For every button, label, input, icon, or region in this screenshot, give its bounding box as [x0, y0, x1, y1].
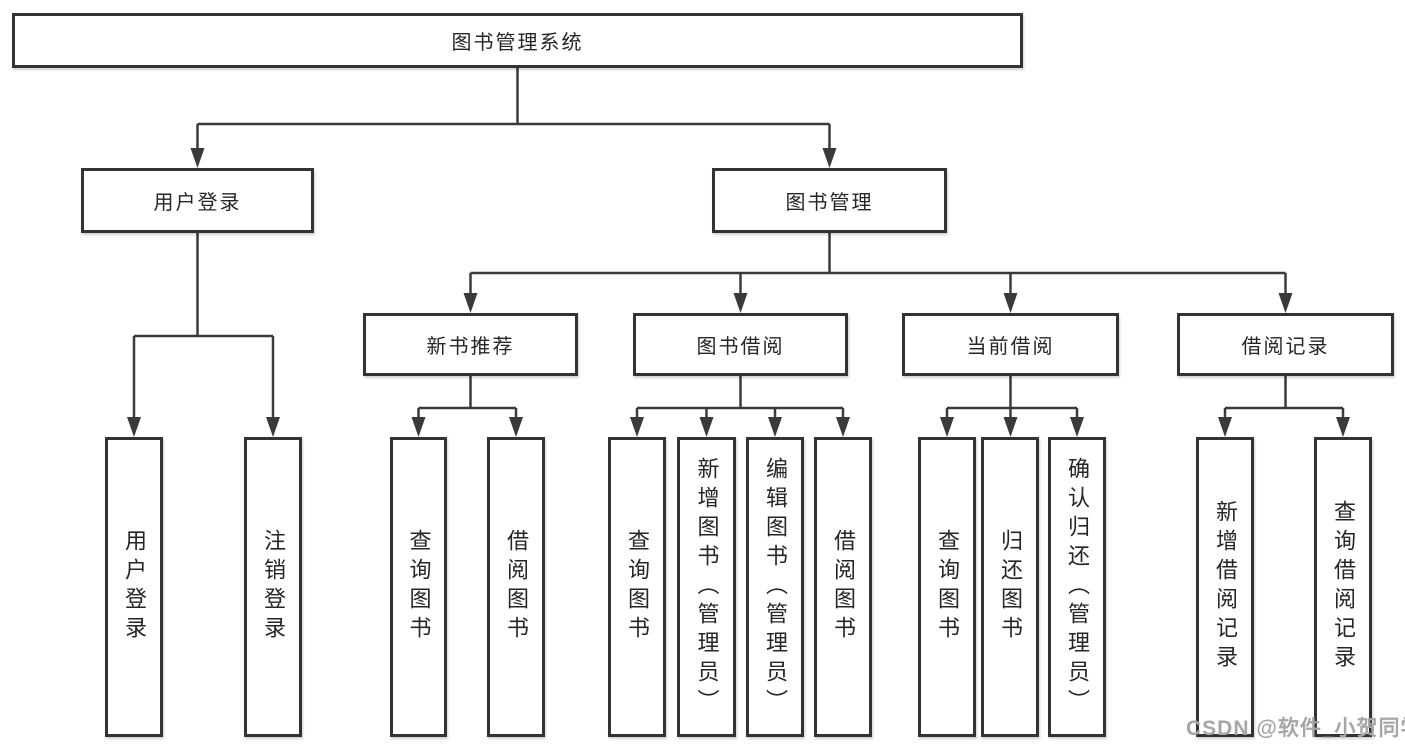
node-label: 新书推荐: [426, 336, 515, 358]
leaf-label: 借阅图书: [831, 529, 856, 645]
node-book-borrowing: 图书借阅: [633, 313, 848, 376]
node-label: 借阅记录: [1241, 336, 1330, 358]
leaf-add-book-admin: 新增图书（管理员）: [677, 437, 736, 737]
node-label: 图书管理: [785, 192, 874, 214]
node-library-management-system: 图书管理系统: [12, 13, 1023, 68]
node-book-management: 图书管理: [712, 168, 947, 233]
leaf-borrow-books-recommend: 借阅图书: [487, 437, 545, 737]
leaf-label: 编辑图书（管理员）: [763, 456, 788, 718]
arrowhead-icons: [127, 148, 1350, 437]
leaf-label: 查询图书: [625, 529, 650, 645]
node-label: 用户登录: [153, 192, 242, 214]
leaf-query-books-recommend: 查询图书: [390, 437, 447, 737]
leaf-label: 用户登录: [122, 529, 147, 645]
leaf-borrow-books: 借阅图书: [814, 437, 872, 737]
node-label: 图书管理系统: [451, 32, 584, 54]
leaf-query-books-borrowing: 查询图书: [608, 437, 666, 737]
leaf-label: 新增图书（管理员）: [694, 456, 720, 718]
leaf-label: 归还图书: [998, 529, 1023, 645]
node-label: 当前借阅: [966, 336, 1055, 358]
node-new-book-recommend: 新书推荐: [363, 313, 578, 376]
leaf-user-login: 用户登录: [105, 437, 163, 737]
leaf-label: 借阅图书: [504, 529, 529, 645]
leaf-query-borrow-record: 查询借阅记录: [1314, 437, 1372, 737]
leaf-label: 查询借阅记录: [1331, 500, 1356, 674]
leaf-label: 查询图书: [406, 529, 432, 645]
leaf-label: 确认归还（管理员）: [1065, 456, 1090, 718]
csdn-watermark: CSDN @软件_小贺同学: [1186, 717, 1405, 740]
node-current-borrowing: 当前借阅: [902, 313, 1119, 376]
leaf-logout: 注销登录: [244, 437, 302, 737]
leaf-edit-book-admin: 编辑图书（管理员）: [746, 437, 804, 737]
leaf-return-books: 归还图书: [981, 437, 1039, 737]
leaf-confirm-return-admin: 确认归还（管理员）: [1048, 437, 1106, 737]
node-label: 图书借阅: [696, 336, 785, 358]
leaf-add-borrow-record: 新增借阅记录: [1196, 437, 1254, 737]
leaf-label: 查询图书: [935, 529, 960, 645]
node-user-login: 用户登录: [81, 168, 314, 233]
node-borrowing-records: 借阅记录: [1177, 313, 1394, 376]
leaf-label: 注销登录: [261, 529, 286, 645]
leaf-query-books-current: 查询图书: [918, 437, 976, 737]
leaf-label: 新增借阅记录: [1213, 500, 1238, 674]
